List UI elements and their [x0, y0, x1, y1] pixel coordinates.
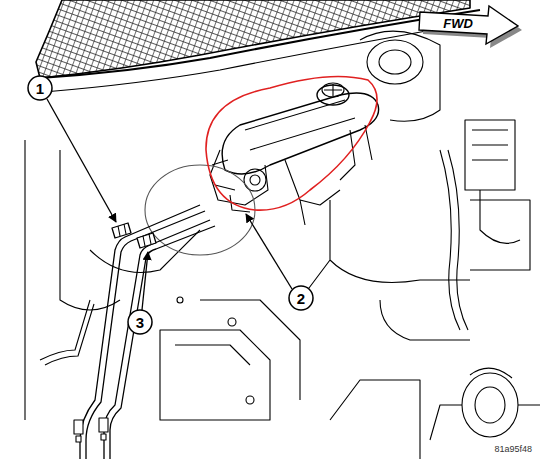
callout-number: 3	[128, 315, 152, 330]
callout-circle	[128, 310, 152, 334]
callout-number: 1	[28, 81, 52, 96]
leader-line	[246, 214, 292, 289]
callout-number: 2	[289, 291, 313, 306]
figure-id: 81a95f48	[494, 445, 532, 454]
leader-line	[47, 99, 116, 222]
fwd-arrow	[419, 6, 518, 44]
highlight-ellipse	[206, 76, 377, 210]
callout-circle	[28, 76, 52, 100]
cowl-screen	[36, 0, 470, 78]
direction-label: FWD	[443, 17, 473, 30]
leader-line	[142, 252, 148, 310]
callout-circle	[289, 286, 313, 310]
master-cylinder-reservoir	[222, 93, 378, 174]
